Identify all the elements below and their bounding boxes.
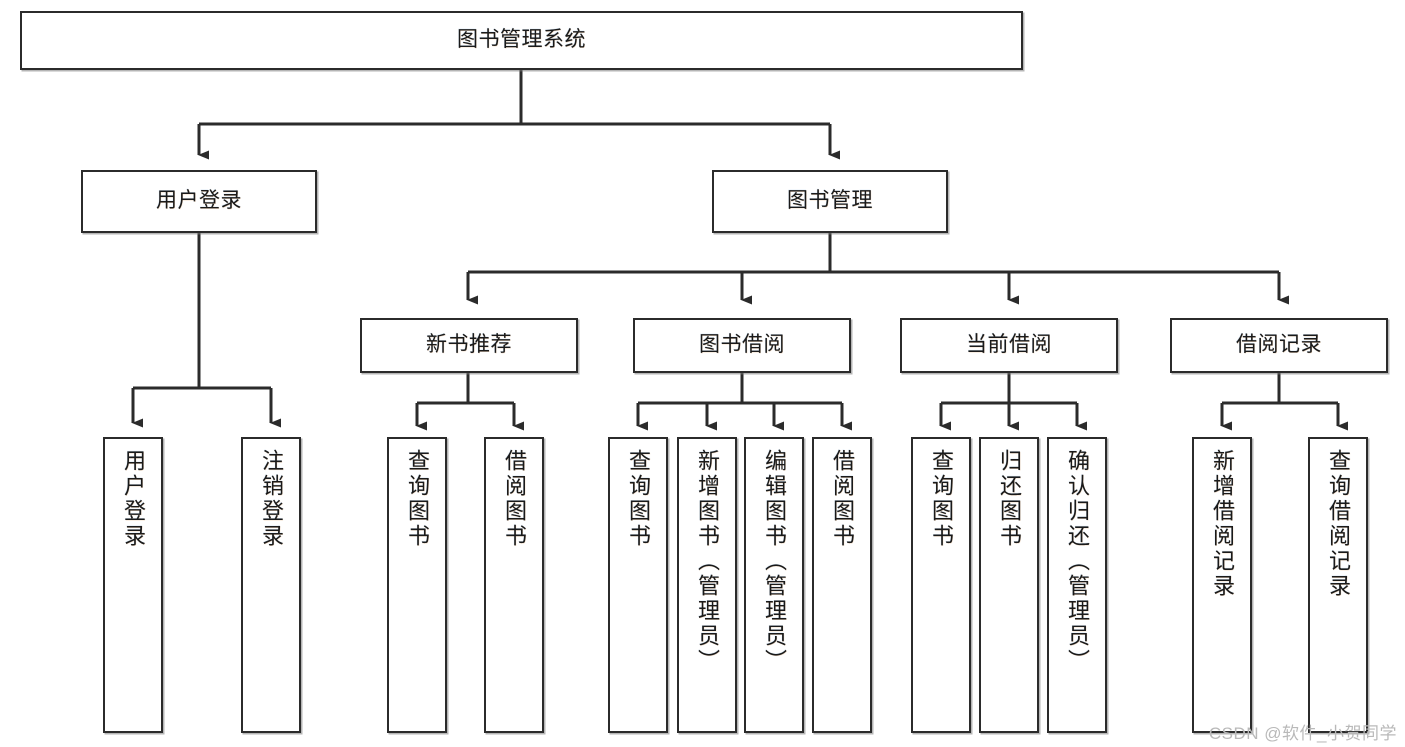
node-label: 注销登录 xyxy=(259,449,284,549)
node-new-book-recommend[interactable]: 新书推荐 xyxy=(360,318,578,373)
node-label: 借阅图书 xyxy=(830,449,855,549)
node-label: 当前借阅 xyxy=(966,333,1052,357)
node-label: 查询图书 xyxy=(929,449,954,549)
leaf-recommend-borrow-book[interactable]: 借阅图书 xyxy=(484,437,544,733)
leaf-current-query-book[interactable]: 查询图书 xyxy=(911,437,971,733)
node-book-management[interactable]: 图书管理 xyxy=(712,170,948,233)
leaf-recommend-query-book[interactable]: 查询图书 xyxy=(387,437,447,733)
leaf-record-query-record[interactable]: 查询借阅记录 xyxy=(1308,437,1368,733)
node-label: 编辑图书（管理员） xyxy=(762,449,787,674)
leaf-record-add-record[interactable]: 新增借阅记录 xyxy=(1192,437,1252,733)
node-label: 新增图书（管理员） xyxy=(695,449,720,674)
node-label: 归还图书 xyxy=(997,449,1022,549)
leaf-borrow-edit-book-admin[interactable]: 编辑图书（管理员） xyxy=(744,437,804,733)
node-label: 用户登录 xyxy=(156,189,242,213)
node-current-borrow[interactable]: 当前借阅 xyxy=(900,318,1118,373)
leaf-user-login-login[interactable]: 用户登录 xyxy=(103,437,163,733)
node-label: 借阅记录 xyxy=(1236,333,1322,357)
leaf-borrow-borrow-book[interactable]: 借阅图书 xyxy=(812,437,872,733)
node-label: 查询图书 xyxy=(405,449,430,549)
node-user-login[interactable]: 用户登录 xyxy=(81,170,317,233)
node-label: 查询图书 xyxy=(626,449,651,549)
node-label: 确认归还（管理员） xyxy=(1065,449,1090,674)
node-label: 新书推荐 xyxy=(426,333,512,357)
node-label: 借阅图书 xyxy=(502,449,527,549)
node-label: 用户登录 xyxy=(121,449,146,549)
node-book-borrow[interactable]: 图书借阅 xyxy=(633,318,851,373)
node-root-system[interactable]: 图书管理系统 xyxy=(20,11,1023,70)
node-label: 查询借阅记录 xyxy=(1326,449,1351,599)
node-borrow-record[interactable]: 借阅记录 xyxy=(1170,318,1388,373)
node-label: 图书借阅 xyxy=(699,333,785,357)
node-label: 图书管理系统 xyxy=(457,28,586,52)
leaf-borrow-add-book-admin[interactable]: 新增图书（管理员） xyxy=(677,437,737,733)
leaf-current-confirm-return-admin[interactable]: 确认归还（管理员） xyxy=(1047,437,1107,733)
node-label: 图书管理 xyxy=(787,189,873,213)
leaf-user-login-logout[interactable]: 注销登录 xyxy=(241,437,301,733)
node-label: 新增借阅记录 xyxy=(1210,449,1235,599)
leaf-current-return-book[interactable]: 归还图书 xyxy=(979,437,1039,733)
leaf-borrow-query-book[interactable]: 查询图书 xyxy=(608,437,668,733)
